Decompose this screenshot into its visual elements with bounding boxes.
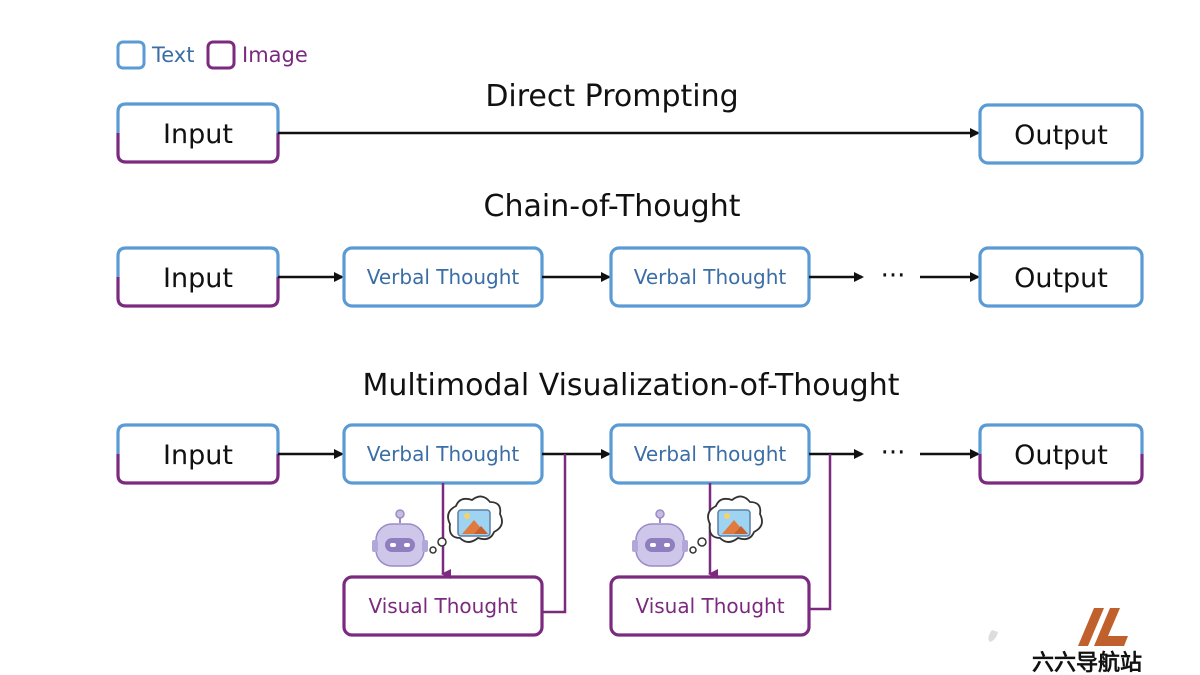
direct-output-label: Output <box>1014 120 1108 151</box>
mvot-visual-thought-2: Visual Thought <box>609 575 811 637</box>
mvot-feedback-line-2 <box>809 454 832 611</box>
legend-text-swatch <box>116 40 146 70</box>
mvot-input-label: Input <box>163 440 233 471</box>
mvot-output-box: Output <box>978 423 1144 485</box>
legend-image-label: Image <box>242 43 308 67</box>
cot-verbal-thought-1: Verbal Thought <box>342 246 544 308</box>
direct-output-box: Output <box>978 103 1144 165</box>
legend: Text Image <box>116 40 308 70</box>
mvot-feedback-line-1 <box>542 454 567 614</box>
mvot-title: Multimodal Visualization-of-Thought <box>363 368 900 403</box>
mvot-verbal-thought-2-label: Verbal Thought <box>634 442 787 466</box>
mvot-ellipsis: ··· <box>881 438 906 468</box>
robot-icon <box>632 509 688 567</box>
watermark: 六六导航站 <box>988 608 1142 675</box>
cot-input-label: Input <box>163 263 233 294</box>
cot-verbal-thought-2: Verbal Thought <box>609 246 811 308</box>
watermark-text: 六六导航站 <box>1032 650 1142 675</box>
direct-input-label: Input <box>163 119 233 150</box>
thought-bubble-image-icon <box>689 495 763 554</box>
cot-title: Chain-of-Thought <box>484 189 741 224</box>
legend-image-swatch <box>206 40 236 70</box>
watermark-logo-icon <box>1078 608 1128 646</box>
cot-verbal-thought-1-label: Verbal Thought <box>367 265 520 289</box>
mvot-input-box: Input <box>116 423 280 485</box>
chain-of-thought-section: Chain-of-Thought Input Verbal Thought Ve… <box>116 189 1144 308</box>
mvot-output-label: Output <box>1014 440 1108 471</box>
direct-prompting-section: Direct Prompting Input Output <box>116 79 1144 165</box>
mvot-verbal-thought-1-label: Verbal Thought <box>367 442 520 466</box>
direct-input-box: Input <box>116 102 280 164</box>
watermark-dot <box>988 630 998 642</box>
mvot-section: Multimodal Visualization-of-Thought Inpu… <box>116 368 1144 637</box>
mvot-visual-thought-1-label: Visual Thought <box>368 594 517 618</box>
mvot-verbal-thought-1: Verbal Thought <box>342 423 544 485</box>
robot-icon <box>372 509 428 567</box>
mvot-visual-thought-1: Visual Thought <box>342 575 544 637</box>
mvot-visual-thought-2-label: Visual Thought <box>635 594 784 618</box>
cot-output-box: Output <box>978 246 1144 308</box>
direct-prompting-title: Direct Prompting <box>485 79 738 114</box>
thought-bubble-image-icon <box>429 495 503 554</box>
cot-output-label: Output <box>1014 263 1108 294</box>
cot-input-box: Input <box>116 246 280 308</box>
legend-text-label: Text <box>151 43 194 67</box>
cot-verbal-thought-2-label: Verbal Thought <box>634 265 787 289</box>
cot-ellipsis: ··· <box>881 261 906 291</box>
mvot-verbal-thought-2: Verbal Thought <box>609 423 811 485</box>
